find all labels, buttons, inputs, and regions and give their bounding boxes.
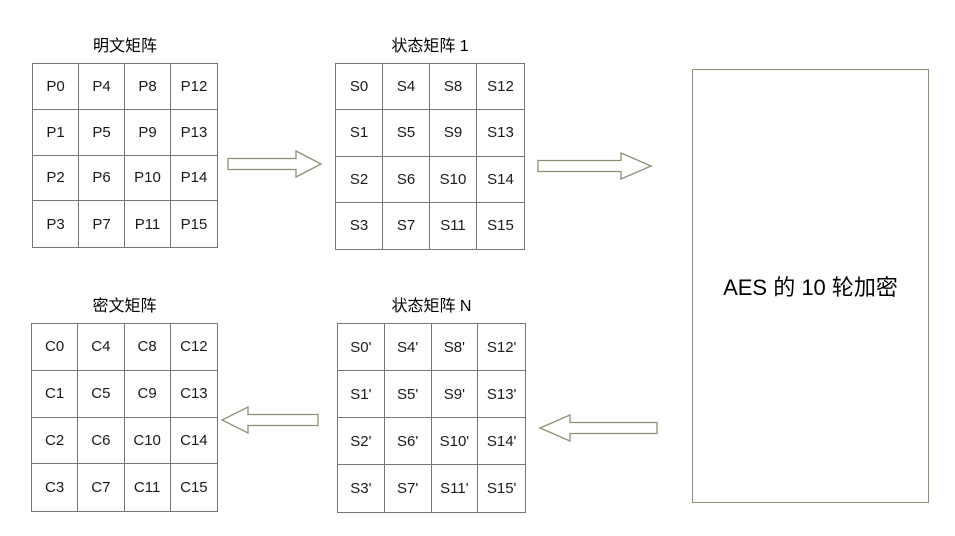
matrix-cell: S1: [336, 110, 383, 157]
matrix-cell: C12: [170, 324, 217, 371]
aes-rounds-box: AES 的 10 轮加密: [692, 69, 929, 503]
state-matrix-n-title: 状态矩阵 N: [391, 298, 472, 315]
matrix-cell: S13: [477, 110, 524, 157]
matrix-cell: P8: [125, 64, 171, 110]
matrix-cell: S9: [430, 110, 477, 157]
matrix-cell: P2: [33, 155, 79, 202]
matrix-cell: S0': [338, 324, 385, 371]
ciphertext-matrix-title: 密文矩阵: [92, 298, 157, 315]
matrix-cell: S7': [385, 465, 432, 512]
matrix-cell: S12: [477, 64, 524, 111]
matrix-cell: P13: [171, 110, 217, 156]
matrix-cell: S10': [431, 418, 479, 465]
matrix-cell: C6: [78, 417, 125, 465]
matrix-cell: S6: [383, 156, 430, 203]
matrix-cell: C15: [180, 479, 208, 497]
matrix-cell: S4: [383, 64, 430, 111]
matrix-cell: C0: [32, 324, 79, 371]
right-block-arrow-icon: [227, 149, 323, 179]
matrix-cell: S14: [477, 157, 524, 203]
matrix-cell: C5: [78, 370, 125, 418]
matrix-cell: P5: [79, 109, 125, 156]
matrix-cell: P10: [125, 155, 171, 202]
matrix-cell: S9': [431, 371, 479, 418]
arrow-state1-to-aes: [537, 151, 653, 181]
matrix-cell: S7: [383, 202, 430, 249]
matrix-cell: C8: [124, 324, 171, 371]
matrix-cell: S15: [487, 217, 514, 235]
matrix-cell: P0: [33, 64, 79, 110]
matrix-cell: C9: [124, 370, 171, 418]
matrix-cell: S8': [431, 324, 479, 371]
matrix-cell: C3: [32, 464, 79, 511]
state-matrix-1-title: 状态矩阵 1: [391, 38, 469, 55]
state-matrix-n-grid: S0'S4'S8'S12' S1'S5'S9'S13' S2'S6'S10'S14'…: [337, 323, 526, 513]
matrix-cell: S14': [478, 418, 525, 465]
aes-rounds-label: AES 的 10 轮加密: [723, 275, 898, 300]
matrix-cell: S6': [384, 418, 432, 465]
matrix-cell: S0: [336, 64, 383, 111]
matrix-cell: C14: [170, 418, 217, 465]
matrix-cell: S4': [384, 324, 432, 371]
matrix-cell: S3: [336, 202, 383, 249]
matrix-cell: S5: [383, 110, 430, 157]
matrix-cell: S12': [478, 324, 525, 371]
matrix-cell: S2': [338, 418, 385, 465]
matrix-cell: S1': [338, 371, 385, 418]
arrow-aes-to-state-n: [538, 413, 658, 443]
matrix-cell: S2: [336, 156, 383, 203]
matrix-cell: S10: [430, 156, 477, 203]
matrix-cell: P11: [125, 201, 171, 247]
matrix-cell: S3': [338, 465, 385, 512]
matrix-cell: P14: [171, 156, 217, 202]
matrix-cell: P1: [33, 109, 79, 156]
matrix-cell: P15: [180, 215, 208, 233]
matrix-cell: C11: [125, 464, 171, 511]
matrix-cell: C4: [78, 324, 125, 371]
matrix-cell: S8: [430, 64, 477, 111]
arrow-plaintext-to-state1: [227, 149, 323, 179]
matrix-cell: S5': [384, 371, 432, 418]
state-matrix-n: 状态矩阵 N S0'S4'S8'S12'S1'S5'S9'S13'S2'S6'S…: [337, 298, 526, 513]
left-block-arrow-icon: [538, 414, 658, 442]
matrix-cell: P3: [33, 201, 79, 247]
matrix-cell: S13': [478, 371, 525, 418]
plaintext-matrix-title: 明文矩阵: [92, 38, 157, 55]
matrix-cell: P12: [171, 64, 217, 110]
matrix-cell: C10: [124, 417, 171, 465]
matrix-cell: C13: [170, 371, 217, 418]
matrix-cell: C2: [32, 417, 79, 465]
matrix-cell: S11: [430, 202, 477, 249]
matrix-cell: C1: [32, 370, 79, 418]
matrix-cell: S11': [432, 465, 479, 512]
matrix-cell: P4: [79, 64, 125, 110]
left-block-arrow-icon: [220, 405, 319, 435]
matrix-cell: P6: [79, 155, 125, 202]
matrix-cell: P7: [79, 201, 125, 247]
matrix-cell: S15': [486, 480, 517, 497]
right-block-arrow-icon: [537, 152, 653, 180]
matrix-cell: C7: [78, 464, 125, 511]
matrix-cell: P9: [125, 109, 171, 156]
arrow-state-n-to-ciphertext: [220, 405, 319, 435]
